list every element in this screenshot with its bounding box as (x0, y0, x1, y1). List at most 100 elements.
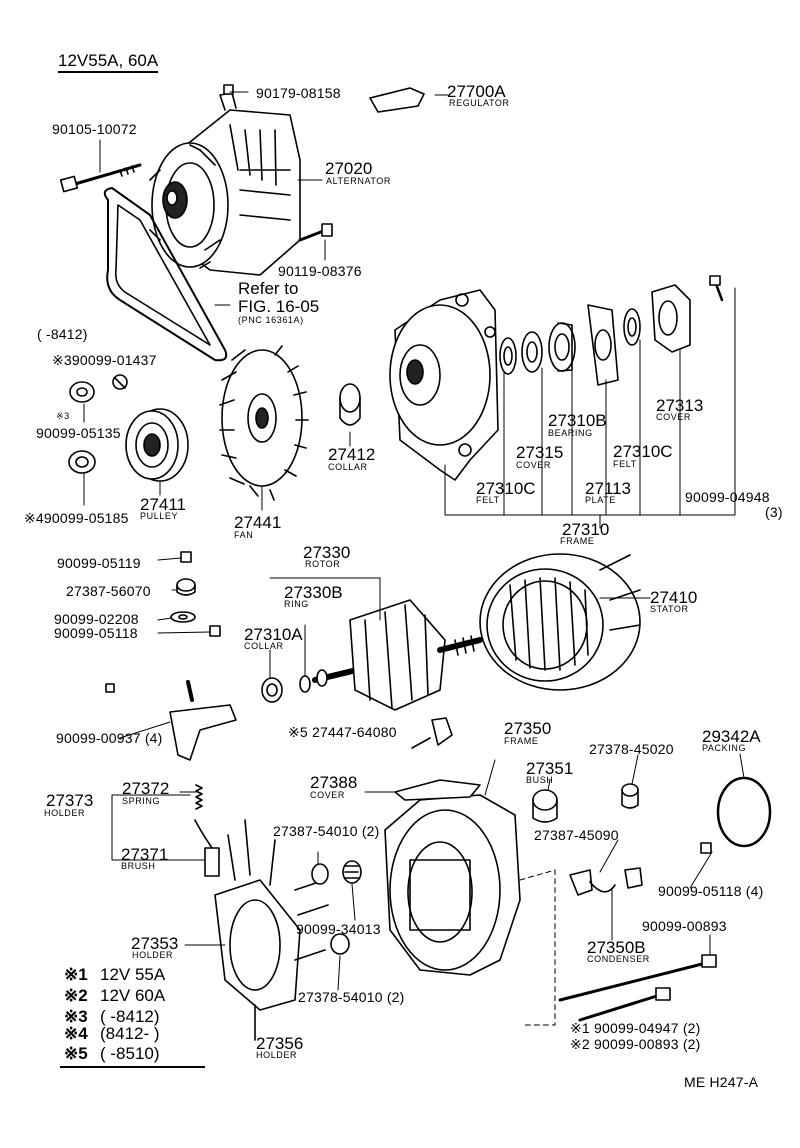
part-number: 27113 (585, 479, 632, 498)
part-number: 27378-54010 (2) (298, 989, 405, 1005)
legend-mark: ※4 (64, 1024, 88, 1043)
part-number: 90099-05118 (54, 625, 138, 641)
part-number: 27441 (234, 513, 282, 532)
ic-regulator-icon (105, 680, 237, 761)
part-name: BRUSH (121, 861, 156, 871)
part-number: 27310 (562, 520, 610, 539)
part-number: 29342A (702, 727, 761, 746)
part-number: 90119-08376 (278, 263, 362, 279)
part-name: REGULATOR (449, 98, 510, 108)
condenser-icon (569, 867, 643, 941)
legend-text: (8412- ) (100, 1024, 160, 1043)
part-number: 90099-05119 (57, 555, 141, 571)
part-number: ※2 90099-00893 (2) (570, 1036, 701, 1052)
part-name: FELT (613, 459, 637, 469)
cover-plate-icon (394, 779, 481, 801)
spring-icon (195, 784, 203, 810)
part-number: 27310A (244, 625, 303, 644)
part-number: 27411 (140, 495, 187, 514)
legend-text: 12V 55A (100, 965, 166, 984)
holder-left-bracket (111, 794, 206, 861)
part-number: ( -8412) (37, 326, 88, 342)
part-number: 27387-45090 (534, 827, 619, 843)
rectifier-holder-icon (214, 819, 329, 1041)
part-name: FELT (476, 495, 500, 505)
legend-mark: ※5 (64, 1044, 88, 1063)
part-number: 27351 (526, 759, 574, 778)
brush-icon (194, 819, 220, 877)
part-number: 27700A (447, 82, 506, 101)
part-number: 90099-00893 (642, 918, 727, 934)
legend-text: 12V 60A (100, 986, 166, 1005)
alternator-icon (149, 92, 301, 276)
part-number: ※490099-05185 (24, 510, 129, 526)
part-name: PULLEY (140, 511, 179, 521)
felt-2-icon (623, 308, 641, 346)
cap-icon (621, 783, 639, 809)
plate-icon (587, 304, 619, 386)
part-name: HOLDER (132, 950, 174, 960)
part-number: 90099-05135 (36, 425, 121, 441)
long-bolt-icon (59, 163, 142, 193)
frame-leaders (444, 287, 736, 529)
collar-icon (339, 383, 361, 426)
legend-text: ( -8510) (100, 1044, 160, 1063)
part-number: 27388 (310, 773, 358, 792)
refer-pnc: (PNC 16361A) (238, 315, 304, 325)
v-belt-icon (103, 187, 228, 362)
part-name: CONDENSER (587, 954, 650, 964)
part-number: 27410 (650, 588, 698, 607)
part-number: 27378-45020 (589, 741, 674, 757)
part-number: 90099-34013 (296, 921, 381, 937)
part-name: FRAME (504, 736, 539, 746)
part-qty: (3) (765, 504, 783, 520)
part-name: BEARING (548, 428, 593, 438)
part-name: ROTOR (305, 559, 341, 569)
insulator-icons (311, 860, 362, 955)
part-number: 27330B (284, 583, 343, 602)
part-number: 27387-54010 (2) (273, 823, 380, 839)
regulator-icon (223, 84, 425, 113)
legend-mark: ※1 (64, 965, 88, 984)
bearing-icon (548, 322, 576, 372)
bush-icon (532, 789, 558, 823)
part-name: RING (284, 599, 309, 609)
pulley-nut-icon (68, 450, 96, 474)
diagram-title: 12V55A, 60A (58, 52, 159, 73)
part-name: COLLAR (244, 641, 284, 651)
washer-icon (112, 374, 128, 390)
part-number: 90099-00937 (4) (56, 730, 163, 746)
part-name: PLATE (585, 495, 616, 505)
part-name: ALTERNATOR (326, 176, 392, 186)
part-name: COVER (310, 790, 346, 800)
short-bolt-icon (298, 223, 333, 242)
part-name: HOLDER (256, 1050, 298, 1060)
part-name: PACKING (702, 743, 747, 753)
part-number: 27353 (131, 934, 179, 953)
part-number: 90105-10072 (52, 121, 137, 137)
collar-small-icon (261, 677, 283, 703)
small-parts-left (170, 551, 221, 637)
part-number: 27373 (46, 791, 94, 810)
fan-icon (219, 345, 309, 501)
ring-icon (299, 675, 311, 693)
part-number: 27371 (121, 845, 169, 864)
part-number: 90179-08158 (256, 85, 341, 101)
part-number: 27412 (328, 445, 376, 464)
legend-text: ( -8412) (100, 1007, 160, 1026)
part-number: 90099-04948 (685, 489, 770, 505)
cover-small-icon (521, 331, 543, 373)
front-frame-icon (389, 289, 499, 481)
part-name: BUSH (526, 775, 554, 785)
part-name: HOLDER (44, 808, 86, 818)
rear-frame-icon (384, 759, 521, 976)
nut-icon (69, 381, 95, 403)
packing-icon (716, 776, 772, 848)
part-name: COVER (516, 460, 552, 470)
part-number: 27350 (504, 719, 552, 738)
part-number: 27310C (613, 442, 673, 461)
part-mark: ※3 (56, 411, 70, 421)
part-number: 27310B (548, 411, 607, 430)
